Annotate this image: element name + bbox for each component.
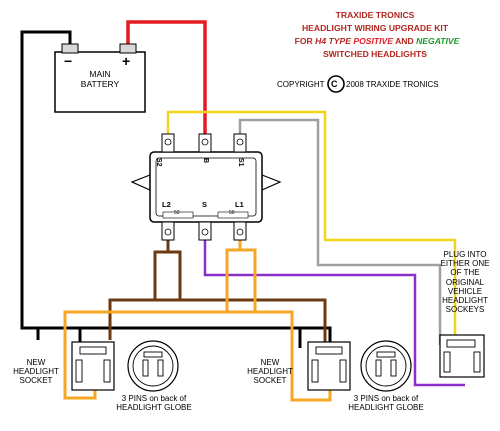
brown-wire bbox=[108, 236, 327, 350]
relay bbox=[130, 133, 282, 241]
header-line-3-negative: NEGATIVE bbox=[416, 36, 460, 46]
plug-note: PLUG INTO EITHER ONE OF THE ORIGINAL VEH… bbox=[432, 250, 498, 314]
plug-side-pin-left bbox=[443, 351, 451, 373]
left-socket-top-pin bbox=[79, 346, 107, 355]
plug-note-line: VEHICLE bbox=[447, 286, 483, 296]
orange-wire-right bbox=[227, 310, 332, 402]
relay-pin-s2-hole bbox=[164, 138, 172, 146]
relay-label-l2: L2 bbox=[162, 200, 171, 209]
orange-wire bbox=[63, 236, 242, 400]
relay-pin-s1-hole bbox=[236, 138, 244, 146]
relay-pin-s-hole bbox=[201, 228, 209, 236]
left-socket-label: NEW HEADLIGHT SOCKET bbox=[6, 358, 66, 386]
header-line-3-and: AND bbox=[395, 36, 414, 46]
battery-label-line-1: MAIN bbox=[89, 69, 111, 79]
relay-label-s2: S2 bbox=[155, 158, 162, 167]
relay-pin-b-hole bbox=[201, 138, 209, 146]
plug-note-line: SOCKEYS bbox=[445, 305, 485, 315]
left-socket-label-line: NEW bbox=[26, 358, 46, 367]
right-socket-label-line: SOCKET bbox=[253, 376, 287, 386]
left-globe-pin-top bbox=[143, 351, 163, 358]
left-headlight-socket bbox=[71, 341, 115, 391]
left-globe-label-line: 3 PINS on back of bbox=[121, 394, 187, 403]
right-globe-label: 3 PINS on back of HEADLIGHT GLOBE bbox=[338, 394, 434, 412]
right-headlight-socket bbox=[307, 341, 351, 391]
battery-negative-terminal bbox=[61, 43, 79, 54]
plug-note-line: OF THE bbox=[450, 268, 480, 278]
header-line-3-prefix: FOR bbox=[294, 36, 313, 46]
header-line-1-text: TRAXIDE TRONICS bbox=[335, 10, 415, 20]
left-socket-label-line: SOCKET bbox=[19, 376, 53, 386]
right-socket-top-pin bbox=[315, 346, 343, 355]
vehicle-plug bbox=[439, 334, 485, 378]
relay-pin-l2-hole bbox=[164, 228, 172, 236]
yellow-wire bbox=[166, 110, 457, 345]
right-globe-label-line: HEADLIGHT GLOBE bbox=[348, 403, 424, 413]
left-globe-label: 3 PINS on back of HEADLIGHT GLOBE bbox=[106, 394, 202, 412]
right-socket-label: NEW HEADLIGHT SOCKET bbox=[240, 358, 300, 386]
right-socket-label-line: NEW bbox=[260, 358, 280, 367]
relay-mark-box-left bbox=[162, 211, 194, 219]
right-socket-label-line: HEADLIGHT bbox=[247, 367, 293, 377]
header-line-2: HEADLIGHT WIRING UPGRADE KIT bbox=[270, 23, 480, 34]
purple-wire bbox=[203, 236, 465, 387]
right-globe-pin-top bbox=[376, 351, 396, 358]
right-globe-pin-right bbox=[390, 359, 397, 377]
header-line-4-text: SWITCHED HEADLIGHTS bbox=[322, 49, 428, 59]
plug-top-pin bbox=[446, 339, 476, 348]
plug-note-line: HEADLIGHT bbox=[442, 295, 488, 305]
relay-label-b: B bbox=[202, 158, 209, 164]
relay-mark-left: 50 bbox=[174, 210, 180, 216]
red-wire bbox=[126, 20, 207, 134]
header-line-3-type: H4 TYPE bbox=[315, 36, 351, 46]
left-headlight-globe bbox=[127, 340, 179, 392]
left-socket-side-pin-right bbox=[103, 359, 111, 383]
relay-mark-right: 50 bbox=[229, 210, 235, 216]
right-globe-pin-left bbox=[375, 359, 382, 377]
grey-wire bbox=[238, 118, 442, 345]
battery bbox=[54, 43, 146, 113]
relay-label-l1: L1 bbox=[235, 200, 244, 209]
battery-positive-terminal bbox=[119, 43, 137, 54]
brown-wire-2 bbox=[168, 250, 182, 300]
battery-label-line-2: BATTERY bbox=[80, 79, 120, 89]
left-socket-side-pin-left bbox=[75, 359, 83, 383]
left-globe-pin-right bbox=[157, 359, 164, 377]
copyright-circle bbox=[327, 75, 345, 93]
plug-side-pin-right bbox=[473, 351, 481, 373]
relay-inner bbox=[155, 157, 257, 217]
battery-negative-symbol: − bbox=[64, 53, 73, 69]
plug-note-line: EITHER ONE bbox=[440, 259, 490, 269]
plug-note-line: ORIGINAL bbox=[445, 277, 485, 287]
relay-label-s1: S1 bbox=[237, 158, 244, 167]
right-socket-side-pin-right bbox=[339, 359, 347, 383]
battery-body bbox=[54, 51, 146, 113]
copyright-prefix: COPYRIGHT bbox=[277, 80, 325, 89]
right-socket-side-pin-left bbox=[311, 359, 319, 383]
orange-wire-2 bbox=[240, 248, 257, 312]
header-line-1: TRAXIDE TRONICS bbox=[300, 10, 450, 21]
left-globe-pin-left bbox=[142, 359, 149, 377]
header-line-2-text: HEADLIGHT WIRING UPGRADE KIT bbox=[301, 23, 449, 33]
black-wire bbox=[20, 30, 82, 348]
plug-note-line: PLUG INTO bbox=[443, 250, 487, 259]
relay-pin-l1-hole bbox=[236, 228, 244, 236]
header-line-3-positive: POSITIVE bbox=[353, 36, 393, 46]
header-line-4: SWITCHED HEADLIGHTS bbox=[290, 49, 460, 60]
left-socket-label-line: HEADLIGHT bbox=[13, 367, 59, 377]
battery-positive-symbol: + bbox=[122, 53, 131, 69]
left-globe-label-line: HEADLIGHT GLOBE bbox=[116, 403, 192, 413]
copyright-suffix: 2008 TRAXIDE TRONICS bbox=[346, 80, 439, 89]
relay-mark-box-right bbox=[217, 211, 249, 219]
copyright-symbol: C bbox=[331, 79, 338, 89]
right-headlight-globe bbox=[360, 340, 412, 392]
relay-mounting-tab-right bbox=[261, 174, 282, 191]
relay-mounting-tab-left bbox=[130, 174, 151, 191]
right-globe-label-line: 3 PINS on back of bbox=[353, 394, 419, 403]
relay-label-s: S bbox=[202, 200, 208, 209]
header-line-3: FOR H4 TYPE POSITIVE AND NEGATIVE bbox=[262, 36, 492, 47]
